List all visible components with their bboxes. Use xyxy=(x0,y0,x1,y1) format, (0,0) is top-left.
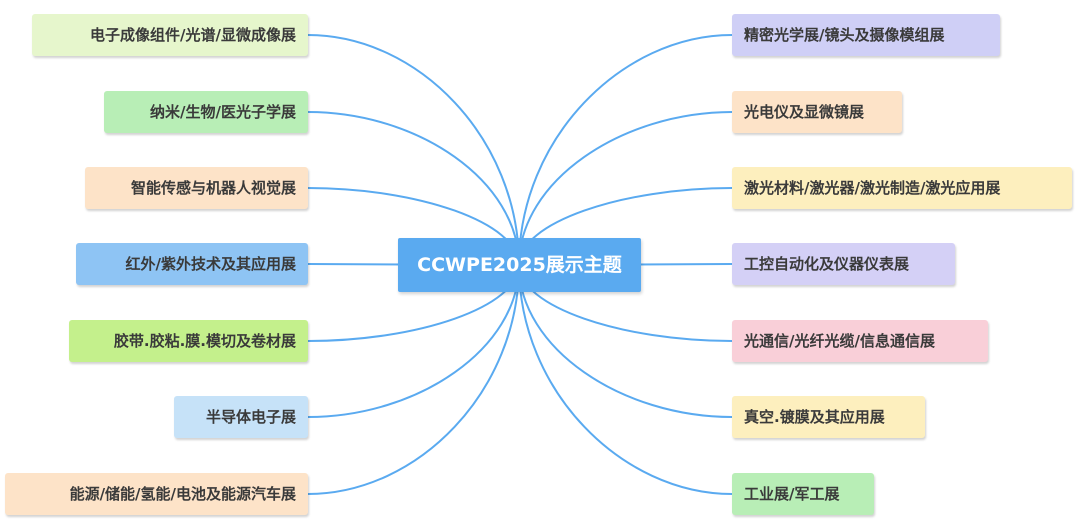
topic-label: 胶带.胶粘.膜.模切及卷材展 xyxy=(113,332,296,350)
left-connector-7 xyxy=(307,264,520,495)
topic-label: 真空.镀膜及其应用展 xyxy=(744,408,885,426)
right-topic-node-3[interactable]: 激光材料/激光器/激光制造/激光应用展 xyxy=(732,167,1072,209)
topic-label: 电子成像组件/光谱/显微成像展 xyxy=(90,26,296,44)
topic-label: 半导体电子展 xyxy=(205,408,296,426)
right-topic-node-4[interactable]: 工控自动化及仪器仪表展 xyxy=(732,243,955,285)
topic-label: 工业展/军工展 xyxy=(744,485,840,503)
left-topic-node-4[interactable]: 红外/紫外技术及其应用展 xyxy=(76,243,308,285)
right-connector-6 xyxy=(518,264,733,418)
topic-label: 智能传感与机器人视觉展 xyxy=(130,179,296,197)
topic-label: 工控自动化及仪器仪表展 xyxy=(744,255,910,273)
right-connector-1 xyxy=(518,34,733,266)
right-topic-node-2[interactable]: 光电仪及显微镜展 xyxy=(732,91,902,133)
center-topic-node[interactable]: CCWPE2025展示主题 xyxy=(398,238,641,292)
right-topic-node-5[interactable]: 光通信/光纤光缆/信息通信展 xyxy=(732,320,988,362)
topic-label: 能源/储能/氢能/电池及能源汽车展 xyxy=(69,485,296,503)
left-connector-2 xyxy=(307,111,520,266)
left-topic-node-7[interactable]: 能源/储能/氢能/电池及能源汽车展 xyxy=(5,473,308,515)
right-connector-7 xyxy=(518,264,733,495)
topic-label: 激光材料/激光器/激光制造/激光应用展 xyxy=(744,179,1001,197)
topic-label: 光电仪及显微镜展 xyxy=(744,103,865,121)
topic-label: 红外/紫外技术及其应用展 xyxy=(125,255,296,273)
left-topic-node-1[interactable]: 电子成像组件/光谱/显微成像展 xyxy=(32,14,308,56)
left-connector-1 xyxy=(307,34,520,266)
left-topic-node-3[interactable]: 智能传感与机器人视觉展 xyxy=(85,167,308,209)
right-topic-node-7[interactable]: 工业展/军工展 xyxy=(732,473,874,515)
left-connector-6 xyxy=(307,264,520,418)
center-topic-label: CCWPE2025展示主题 xyxy=(417,254,622,276)
topic-label: 光通信/光纤光缆/信息通信展 xyxy=(744,332,935,350)
topic-label: 纳米/生物/医光子学展 xyxy=(150,103,296,121)
left-topic-node-5[interactable]: 胶带.胶粘.膜.模切及卷材展 xyxy=(69,320,308,362)
left-topic-node-6[interactable]: 半导体电子展 xyxy=(174,396,308,438)
topic-label: 精密光学展/镜头及摄像模组展 xyxy=(744,26,945,44)
right-topic-node-6[interactable]: 真空.镀膜及其应用展 xyxy=(732,396,925,438)
left-topic-node-2[interactable]: 纳米/生物/医光子学展 xyxy=(104,91,308,133)
right-connector-2 xyxy=(518,111,733,266)
right-topic-node-1[interactable]: 精密光学展/镜头及摄像模组展 xyxy=(732,14,1000,56)
